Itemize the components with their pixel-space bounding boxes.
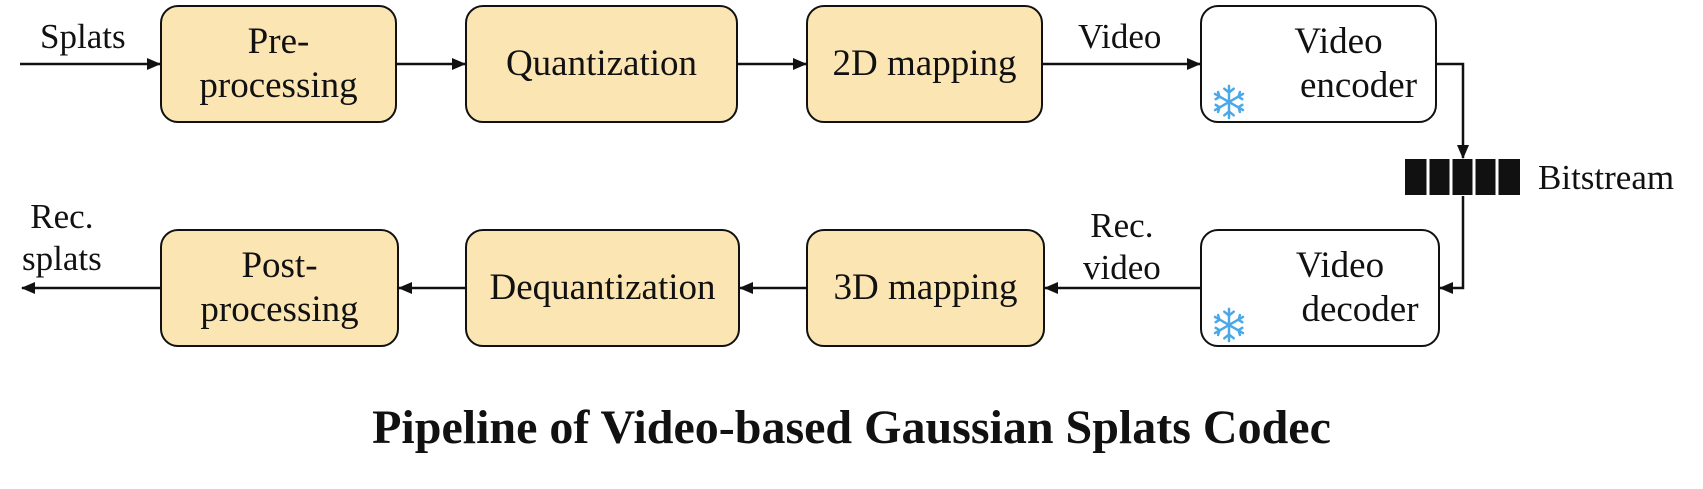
- 3d-mapping-label: 3D mapping: [833, 267, 1018, 308]
- video-decoder-line-1: Video: [1295, 245, 1385, 286]
- postprocessing-line-2: processing: [200, 289, 359, 330]
- 2d-mapping-box: 2D mapping: [806, 5, 1043, 123]
- diagram-title: Pipeline of Video-based Gaussian Splats …: [372, 401, 1331, 454]
- postprocessing-box: Post- processing: [160, 229, 399, 347]
- dequantization-box: Dequantization: [465, 229, 740, 347]
- video-encoder-box: Video encoder: [1200, 5, 1437, 123]
- output-rec-splats-label: Rec. splats: [22, 196, 102, 280]
- 2d-mapping-label: 2D mapping: [832, 43, 1017, 84]
- preprocessing-line-2: processing: [199, 65, 358, 106]
- video-decoder-line-2: decoder: [1301, 289, 1419, 330]
- arrow-encoder-to-bitstream: [1437, 62, 1469, 159]
- dequantization-label: Dequantization: [489, 267, 716, 308]
- video-encoder-line-2: encoder: [1299, 65, 1418, 106]
- preprocessing-line-1: Pre-: [247, 21, 310, 62]
- snowflake-icon: [1213, 84, 1245, 120]
- rec-video-line-2: video: [1083, 248, 1161, 287]
- quantization-label: Quantization: [505, 43, 698, 84]
- input-splats-label: Splats: [40, 17, 126, 56]
- rec-video-label: Rec. video: [1083, 205, 1161, 289]
- postprocessing-line-1: Post-: [241, 245, 318, 286]
- rec-video-line-1: Rec.: [1090, 206, 1154, 245]
- arrow-bitstream-to-decoder: [1439, 196, 1465, 294]
- 3d-mapping-box: 3D mapping: [806, 229, 1045, 347]
- bitstream-label: Bitstream: [1538, 158, 1675, 197]
- video-encoder-line-1: Video: [1294, 21, 1383, 62]
- snowflake-icon: [1213, 307, 1245, 343]
- quantization-box: Quantization: [465, 5, 738, 123]
- output-label-line-1: Rec.: [30, 197, 94, 236]
- bitstream-icon: [1405, 159, 1520, 195]
- preprocessing-box: Pre- processing: [160, 5, 397, 123]
- video-decoder-box: Video decoder: [1200, 229, 1440, 347]
- video-stream-label: Video: [1078, 17, 1162, 56]
- output-label-line-2: splats: [22, 239, 102, 278]
